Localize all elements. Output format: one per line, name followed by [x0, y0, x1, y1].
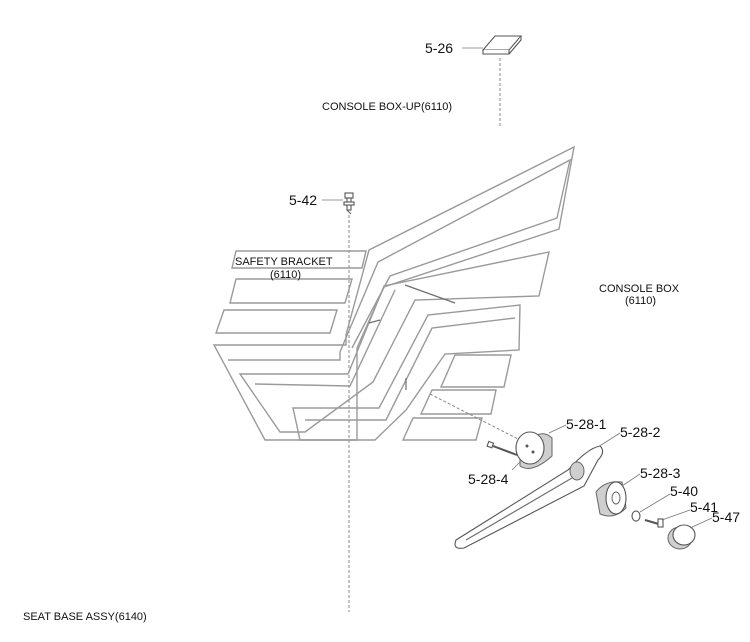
part-5-42-bolt[interactable] [343, 192, 355, 215]
part-5-28-2-lever-arm[interactable] [454, 445, 604, 549]
part-label-5-28-1: 5-28-1 [566, 416, 607, 432]
console-box-up-label: CONSOLE BOX-UP(6110) [322, 101, 452, 113]
part-5-28-1-hinge-plate[interactable] [515, 431, 553, 469]
part-label-5-42: 5-42 [289, 192, 317, 208]
leader-5-28-3 [621, 473, 641, 487]
seat-base-label: SEAT BASE ASSY(6140) [23, 611, 147, 623]
console-box-outline [212, 145, 575, 441]
part-label-5-28-2: 5-28-2 [620, 424, 661, 440]
leader-5-47 [689, 517, 713, 529]
console-box-label: CONSOLE BOX [599, 283, 680, 295]
part-label-5-47: 5-47 [712, 509, 740, 525]
part-label-5-28-4: 5-28-4 [468, 471, 509, 487]
leader-5-40 [639, 493, 671, 513]
safety-bracket-code: (6110) [270, 269, 301, 281]
safety-bracket-label: SAFETY BRACKET [235, 256, 333, 268]
leader-5-28-1 [548, 424, 567, 434]
leader-5-28-4 [511, 461, 521, 471]
part-5-40-washer[interactable] [631, 510, 641, 522]
hinge-axis [429, 393, 521, 441]
part-label-5-41: 5-41 [690, 499, 718, 515]
part-5-47-cap[interactable] [667, 524, 696, 550]
console-box-code: (6110) [625, 295, 656, 307]
part-5-26-pad[interactable] [481, 35, 523, 55]
part-label-5-40: 5-40 [670, 483, 698, 499]
part-label-5-28-3: 5-28-3 [640, 465, 681, 481]
part-label-5-26: 5-26 [425, 40, 453, 56]
part-5-28-3-knob[interactable] [595, 481, 627, 517]
leader-5-41 [661, 509, 691, 521]
part-5-41-bolt[interactable] [644, 518, 664, 528]
part-5-28-4-screw[interactable] [486, 440, 518, 456]
leader-5-28-2 [597, 432, 621, 448]
